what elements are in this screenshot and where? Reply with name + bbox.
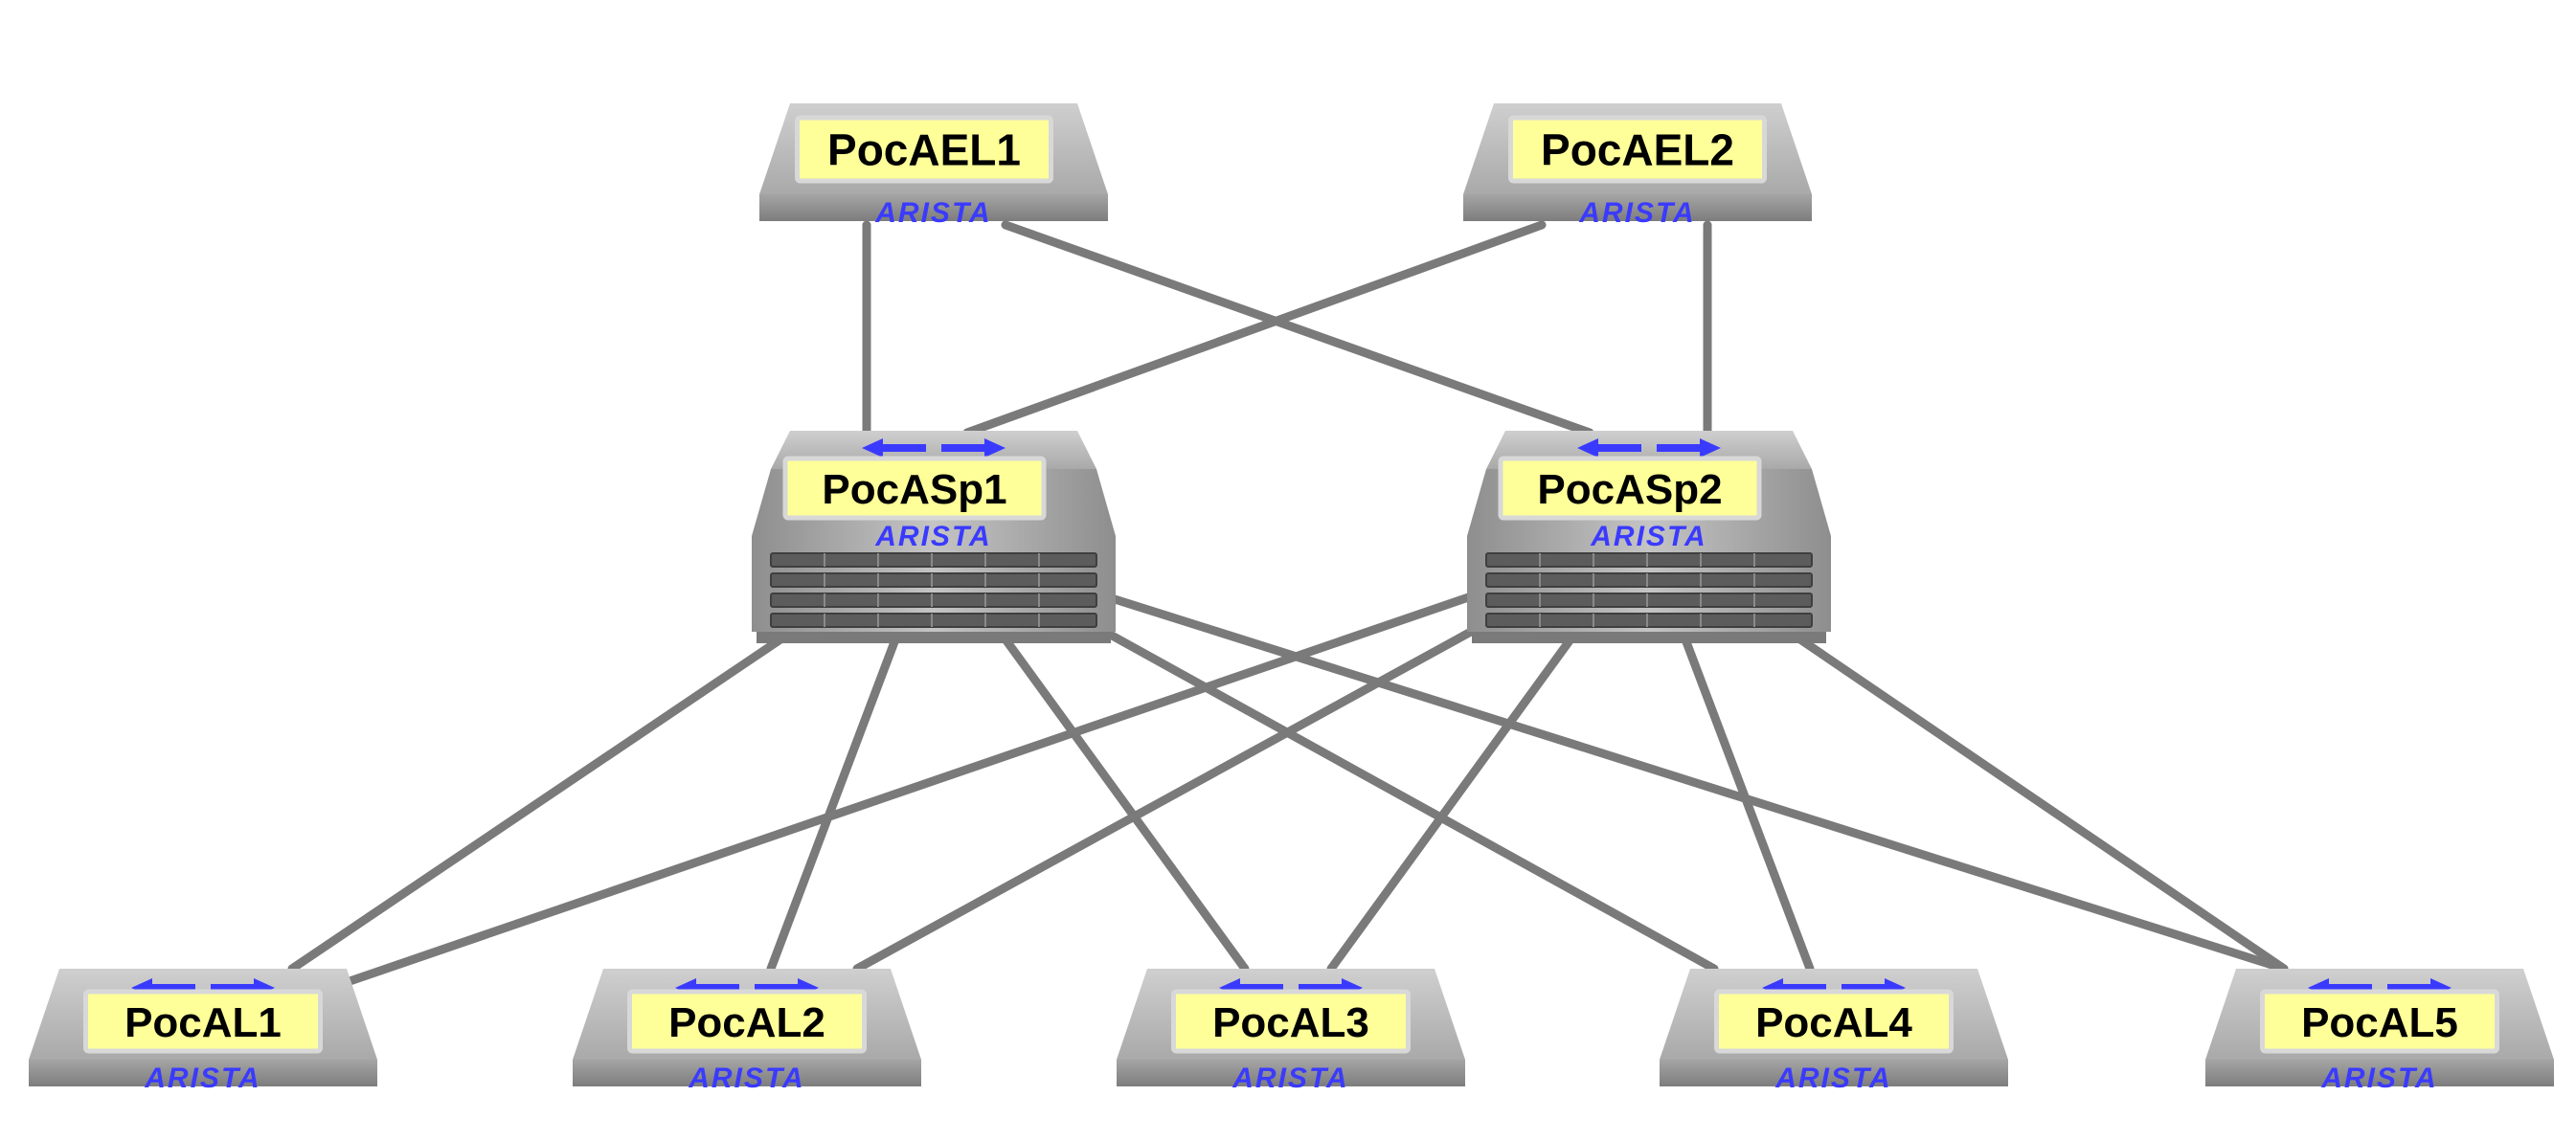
nodes-layer: PocAEL1ARISTAPocAEL2ARISTAARISTAPocASp1A… bbox=[29, 103, 2554, 1094]
node-label-sp2: PocASp2 bbox=[1498, 456, 1762, 521]
node-sp2[interactable]: ARISTA PocASp2 bbox=[1467, 431, 1831, 643]
node-name: PocAL4 bbox=[1755, 999, 1912, 1046]
arista-logo: ARISTA bbox=[144, 1063, 260, 1094]
arista-logo: ARISTA bbox=[874, 197, 991, 229]
link-sp1-l1 bbox=[287, 635, 785, 973]
link-sp1-l3 bbox=[1001, 635, 1250, 973]
node-name: PocASp1 bbox=[822, 466, 1006, 513]
links-layer bbox=[287, 220, 2289, 993]
arrows-icon bbox=[862, 438, 1006, 458]
arista-logo: ARISTA bbox=[1578, 197, 1695, 229]
node-label-l2: PocAL2 bbox=[627, 989, 867, 1054]
node-name: PocAL2 bbox=[668, 999, 825, 1046]
link-sp1-l4 bbox=[1092, 622, 1719, 973]
node-label-l4: PocAL4 bbox=[1714, 989, 1954, 1054]
link-sp2-l1 bbox=[326, 589, 1484, 993]
arista-logo: ARISTA bbox=[1590, 521, 1706, 552]
link-aeL1-sp2 bbox=[1001, 220, 1594, 437]
node-name: PocASp2 bbox=[1537, 466, 1722, 513]
link-sp2-l4 bbox=[1681, 635, 1815, 973]
node-name: PocAEL2 bbox=[1541, 125, 1734, 175]
node-label-sp1: PocASp1 bbox=[782, 456, 1047, 521]
link-sp1-l2 bbox=[766, 635, 900, 973]
arista-logo: ARISTA bbox=[1232, 1063, 1348, 1094]
arista-logo: ARISTA bbox=[2320, 1063, 2437, 1094]
node-name: PocAL1 bbox=[124, 999, 282, 1046]
node-label-l3: PocAL3 bbox=[1171, 989, 1411, 1054]
node-name: PocAL5 bbox=[2301, 999, 2458, 1046]
arista-logo: ARISTA bbox=[874, 521, 991, 552]
node-sp1[interactable]: ARISTA PocASp1 bbox=[752, 431, 1116, 643]
arrows-icon bbox=[1577, 438, 1721, 458]
node-label-aeL1: PocAEL1 bbox=[795, 115, 1053, 184]
node-label-aeL2: PocAEL2 bbox=[1508, 115, 1767, 184]
node-name: PocAEL1 bbox=[827, 125, 1021, 175]
arista-logo: ARISTA bbox=[1774, 1063, 1891, 1094]
node-label-l1: PocAL1 bbox=[83, 989, 323, 1054]
link-sp2-l5 bbox=[1796, 635, 2289, 973]
link-sp2-l2 bbox=[852, 622, 1484, 973]
link-sp2-l3 bbox=[1326, 635, 1575, 973]
node-label-l5: PocAL5 bbox=[2260, 989, 2499, 1054]
arista-logo: ARISTA bbox=[688, 1063, 804, 1094]
node-name: PocAL3 bbox=[1212, 999, 1369, 1046]
link-aeL2-sp1 bbox=[962, 220, 1547, 437]
